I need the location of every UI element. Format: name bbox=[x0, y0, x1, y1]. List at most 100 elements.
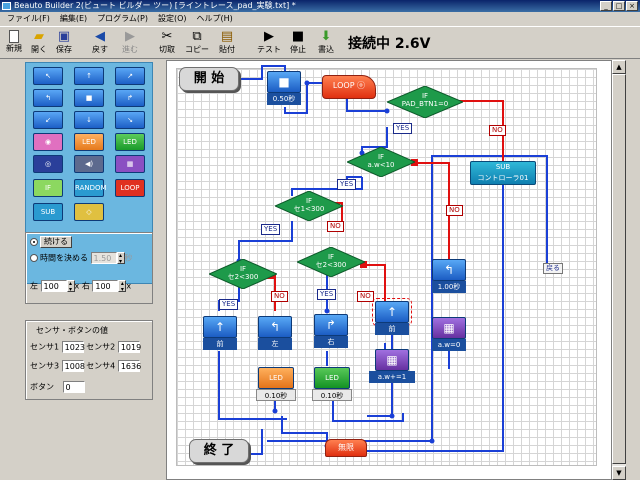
left-turn-block[interactable]: ↰ bbox=[258, 316, 292, 338]
palette-turn-right-back[interactable]: ↘ bbox=[115, 111, 145, 129]
menu-help[interactable]: ヘルプ(H) bbox=[196, 14, 233, 23]
new-icon bbox=[9, 30, 19, 43]
palette-turn-left-back[interactable]: ↙ bbox=[33, 111, 63, 129]
save-button[interactable]: ▣ 保存 bbox=[56, 29, 72, 55]
wait2-caption[interactable]: 1.00秒 bbox=[432, 281, 466, 293]
led1-caption[interactable]: 0.10秒 bbox=[256, 389, 296, 401]
wait2-block[interactable]: ↰ bbox=[432, 259, 466, 281]
palette-forward[interactable]: ↑ bbox=[74, 67, 104, 85]
if-sensor1-decision[interactable]: IF セ1<300 bbox=[275, 191, 343, 221]
sensor1-value: 1023 bbox=[61, 341, 85, 353]
cut-button[interactable]: ✂ 切取 bbox=[159, 29, 175, 55]
palette-sound[interactable]: ◀) bbox=[74, 155, 104, 173]
palette-turn-right-forward[interactable]: ↗ bbox=[115, 67, 145, 85]
loop-label: LOOP bbox=[332, 81, 355, 90]
palette-loop[interactable]: LOOP bbox=[115, 179, 145, 197]
time-field[interactable]: 1.50 bbox=[90, 252, 117, 264]
assign-aw-increment-block[interactable]: ▦ bbox=[375, 349, 409, 371]
led-orange-text: LED bbox=[269, 374, 283, 382]
forward1-caption[interactable]: 前 bbox=[203, 338, 237, 350]
menu-file[interactable]: ファイル(F) bbox=[7, 14, 50, 23]
forward-block-1[interactable]: ↑ bbox=[203, 316, 237, 338]
left-caption[interactable]: 左 bbox=[258, 338, 292, 350]
continue-radio[interactable] bbox=[30, 237, 38, 246]
write-button[interactable]: ⬇ 書込 bbox=[318, 29, 334, 55]
if-sensor2-right-decision[interactable]: IF セ2<300 bbox=[297, 247, 365, 277]
right-turn-block[interactable]: ↱ bbox=[314, 314, 348, 336]
left-speed-field[interactable]: 100 bbox=[40, 280, 67, 292]
palette-spin-left[interactable]: ↰ bbox=[33, 89, 63, 107]
loop-end-block[interactable]: 無限 bbox=[325, 439, 367, 457]
sub-name: コントローラ01 bbox=[477, 174, 529, 182]
flowchart-canvas[interactable]: 開 始 終 了 ■ 0.50秒 LOOP ⓞ IF PAD_BTN1=0 YES… bbox=[166, 60, 612, 480]
motion-settings-group: 続ける 時間を決める 1.50▴▾秒 左 100▴▾x 右 100▴▾x bbox=[25, 232, 153, 304]
forward2-caption[interactable]: 前 bbox=[375, 323, 409, 335]
if-aw-decision[interactable]: IF a.w<10 bbox=[347, 147, 415, 177]
copy-button[interactable]: ⧉ コピー bbox=[185, 29, 209, 55]
assign1-caption[interactable]: a.w=0 bbox=[432, 339, 466, 351]
scroll-thumb[interactable] bbox=[612, 74, 626, 464]
right-speed-field[interactable]: 100 bbox=[92, 280, 119, 292]
sensor2-label: センサ2 bbox=[86, 342, 116, 352]
led-green-block[interactable]: LED bbox=[314, 367, 350, 389]
menu-program[interactable]: プログラム(P) bbox=[97, 14, 148, 23]
button-label: ボタン bbox=[30, 382, 54, 392]
scroll-down-arrow[interactable]: ▼ bbox=[612, 466, 626, 480]
palette-buzzer[interactable]: ◉ bbox=[33, 133, 63, 151]
redo-button[interactable]: ▶ 進む bbox=[122, 29, 138, 55]
left-speed-spinner[interactable]: ▴▾ bbox=[66, 280, 75, 293]
new-button[interactable]: 新規 bbox=[2, 28, 26, 58]
palette-calculator[interactable]: ▦ bbox=[115, 155, 145, 173]
palette-if[interactable]: IF bbox=[33, 179, 63, 197]
led2-caption[interactable]: 0.10秒 bbox=[312, 389, 352, 401]
if2-yes-tag: YES bbox=[337, 179, 357, 190]
minimize-button[interactable]: _ bbox=[600, 1, 612, 11]
palette-random[interactable]: RANDOM bbox=[74, 179, 107, 197]
paste-button[interactable]: ▤ 貼付 bbox=[219, 29, 235, 55]
if-sensor2-left-decision[interactable]: IF セ2<300 bbox=[209, 259, 277, 289]
time-spinner[interactable]: ▴▾ bbox=[116, 252, 125, 265]
assign-aw-zero-block[interactable]: ▦ bbox=[432, 317, 466, 339]
end-terminal[interactable]: 終 了 bbox=[189, 439, 249, 463]
undo-button[interactable]: ◀ 戻す bbox=[92, 29, 108, 55]
maximize-button[interactable]: □ bbox=[613, 1, 625, 11]
led-orange-block[interactable]: LED bbox=[258, 367, 294, 389]
if5-keyword: IF bbox=[327, 253, 335, 261]
sensor-values-group: センサ・ボタンの値 センサ1 1023 センサ2 1019 センサ3 1008 … bbox=[25, 320, 153, 400]
menu-settings[interactable]: 設定(O) bbox=[157, 14, 187, 23]
menu-edit[interactable]: 編集(E) bbox=[59, 14, 88, 23]
open-button[interactable]: ▰ 開く bbox=[31, 29, 47, 55]
assign2-caption[interactable]: a.w+=1 bbox=[369, 371, 415, 383]
palette-led-green[interactable]: LED bbox=[115, 133, 145, 151]
loop-start-block[interactable]: LOOP ⓞ bbox=[322, 75, 376, 99]
scroll-up-arrow[interactable]: ▲ bbox=[612, 60, 626, 74]
palette-back[interactable]: ↓ bbox=[74, 111, 104, 129]
if4-yes-tag: YES bbox=[219, 299, 239, 310]
palette-sub[interactable]: SUB bbox=[33, 203, 63, 221]
right-caption[interactable]: 右 bbox=[314, 336, 348, 348]
stop-button[interactable]: ■ 停止 bbox=[290, 29, 306, 55]
palette-stop[interactable]: ■ bbox=[74, 89, 104, 107]
if5-no-tag: NO bbox=[357, 291, 374, 302]
palette-turn-left-forward[interactable]: ↖ bbox=[33, 67, 63, 85]
time-radio[interactable] bbox=[30, 254, 38, 262]
vertical-scrollbar[interactable]: ▲ ▼ bbox=[612, 60, 626, 480]
stop-block[interactable]: ■ bbox=[267, 71, 301, 93]
close-button[interactable]: × bbox=[626, 1, 638, 11]
palette-jump[interactable]: ◇ bbox=[74, 203, 104, 221]
led-green-text: LED bbox=[325, 374, 339, 382]
start-terminal[interactable]: 開 始 bbox=[179, 67, 239, 91]
window-title: Beauto Builder 2(ビュート ビルダー ツー) [ライントレース_… bbox=[14, 1, 296, 10]
palette-sensor[interactable]: ◎ bbox=[33, 155, 63, 173]
right-speed-spinner[interactable]: ▴▾ bbox=[118, 280, 127, 293]
palette-led-orange[interactable]: LED bbox=[74, 133, 104, 151]
forward-block-2[interactable]: ↑ bbox=[372, 298, 412, 326]
save-icon: ▣ bbox=[57, 29, 71, 44]
wait1-caption[interactable]: 0.50秒 bbox=[267, 93, 301, 105]
test-button[interactable]: ▶ テスト bbox=[257, 29, 281, 55]
palette-spin-right[interactable]: ↱ bbox=[115, 89, 145, 107]
return-tag[interactable]: 戻る bbox=[543, 263, 563, 274]
continue-button[interactable]: 続ける bbox=[40, 236, 72, 248]
if-pad-button-decision[interactable]: IF PAD_BTN1=0 bbox=[387, 86, 463, 118]
